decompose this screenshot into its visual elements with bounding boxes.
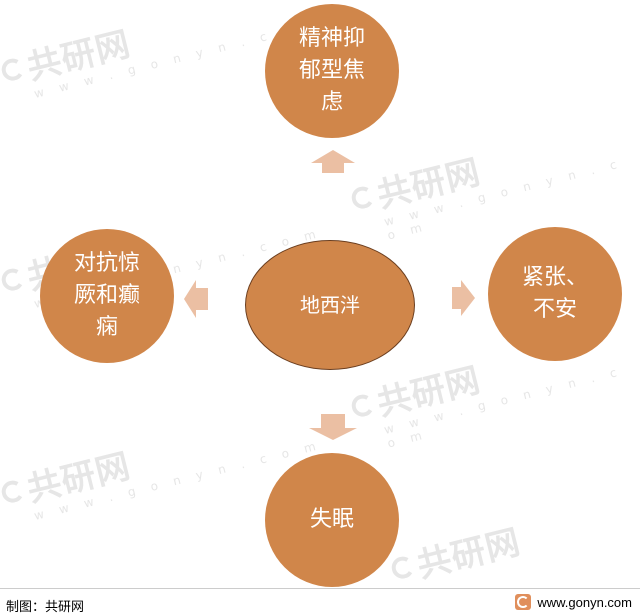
center-node-label: 地西泮 [300, 292, 360, 317]
top-node: 精神抑 郁型焦 虑 [265, 4, 399, 138]
center-node: 地西泮 [245, 240, 415, 370]
gonyn-logo-icon [515, 594, 532, 610]
arrow-right-icon [452, 280, 475, 316]
arrow-left-icon [184, 280, 208, 318]
left-node: 对抗惊 厥和癫 痫 [40, 229, 174, 363]
top-node-label: 精神抑 郁型焦 虑 [298, 26, 365, 115]
bottom-node: 失眠 [265, 453, 399, 587]
credit-text: 制图：共研网 [6, 599, 85, 614]
bottom-node-label: 失眠 [309, 507, 354, 533]
arrow-down-icon [309, 414, 357, 440]
right-node: 紧张、 不安 [488, 227, 622, 361]
footer-brand: www.gonyn.com [515, 594, 632, 610]
left-node-label: 对抗惊 厥和癫 痫 [73, 251, 140, 340]
right-node-label: 紧张、 不安 [521, 265, 588, 322]
website-url: www.gonyn.com [537, 594, 632, 610]
arrow-up-icon [311, 150, 355, 173]
footer-divider [0, 588, 640, 589]
